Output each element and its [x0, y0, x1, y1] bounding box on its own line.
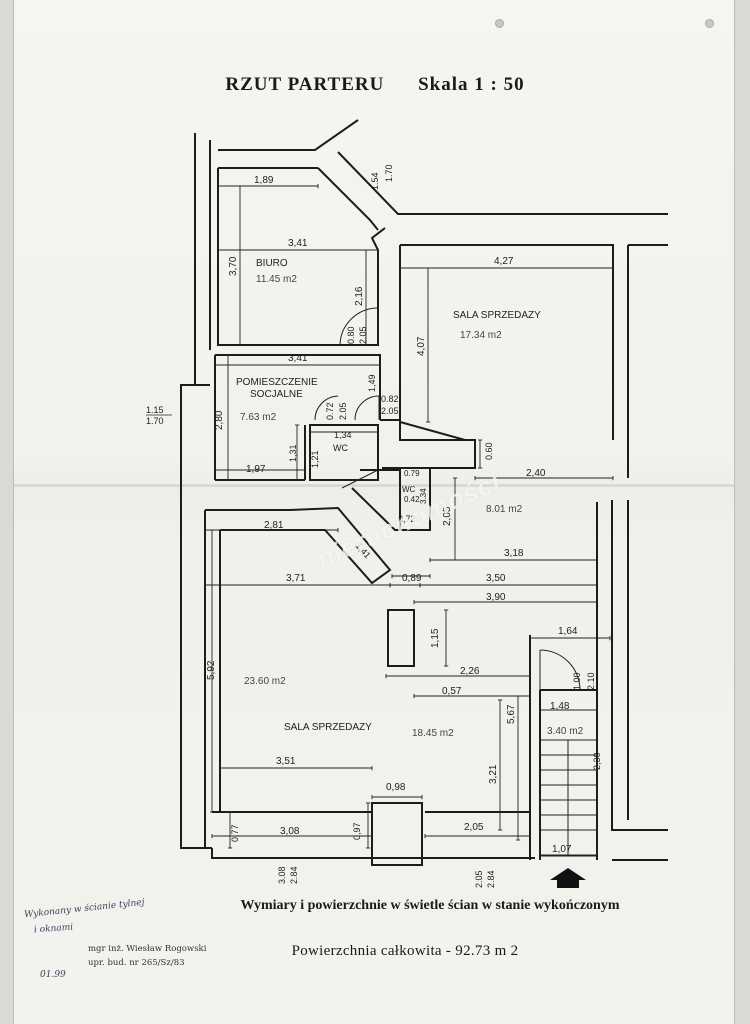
room-name-sala-top: SALA SPRZEDAZY [453, 310, 541, 321]
dimension-labels: 1,89 3,41 3,70 1.54 1.70 4,27 4,07 2,16 … [146, 164, 602, 888]
room-name-wc1: WC [333, 443, 348, 453]
footer-total-area: Powierzchnia całkowita - 92.73 m 2 [291, 943, 519, 959]
dim-label: 3,41 [288, 353, 308, 364]
dim-label: 3,51 [276, 756, 296, 767]
dim-label: 2.10 [586, 672, 596, 690]
plan-scale: Skala 1 : 50 [418, 74, 525, 95]
room-name-biuro: BIURO [256, 258, 288, 269]
dim-label: 2.84 [486, 870, 496, 888]
dim-label: 3,70 [228, 256, 239, 276]
dim-label: 1,48 [550, 701, 570, 712]
dim-label: 3,71 [286, 573, 306, 584]
dimension-lines [204, 183, 614, 859]
room-area-mid: 8.01 m2 [486, 504, 523, 515]
dim-label: 1,89 [254, 175, 274, 186]
plan-title: RZUT PARTERU Skala 1 : 50 [0, 74, 750, 96]
dim-label: 5,92 [206, 660, 217, 680]
dim-label: 0.72 [325, 402, 335, 420]
room-area-sala-right: 18.45 m2 [412, 728, 454, 739]
room-area-sala-left: 23.60 m2 [244, 676, 286, 687]
date-note: 01.99 [40, 970, 66, 980]
dim-label: 2,81 [264, 520, 284, 531]
dim-label: 1.70 [146, 416, 164, 426]
dim-label: 2,30 [592, 752, 602, 770]
dim-label: 1,34 [334, 430, 352, 440]
room-name-wc2: WC [402, 485, 416, 494]
dim-label: 3,90 [486, 592, 506, 603]
dim-label: 2.05 [474, 870, 484, 888]
dim-label: 0.79 [404, 469, 420, 478]
door-swings [314, 307, 581, 691]
dim-label: 4,27 [494, 256, 514, 267]
dim-label: 1,64 [558, 626, 578, 637]
dim-label: 2.05 [338, 402, 348, 420]
dim-label: 1.54 [370, 172, 380, 190]
dim-label: 0.82 [381, 394, 399, 404]
staircase [539, 739, 598, 856]
dim-label: 3.34 [419, 488, 428, 504]
dim-label: 1.00 [572, 672, 582, 690]
footer-note: Wymiary i powierzchnie w świetle ścian w… [240, 898, 620, 913]
dim-label: 2,80 [214, 410, 225, 430]
dim-label: 3,18 [504, 548, 524, 559]
dim-label: 0,72 [398, 514, 416, 524]
dim-label: 0,98 [386, 782, 406, 793]
dim-label: 3,41 [288, 238, 308, 249]
dim-label: 3,08 [280, 826, 300, 837]
dim-label: 4,07 [416, 336, 427, 356]
dim-label: 0.60 [484, 442, 494, 460]
room-name-socjalne-2: SOCJALNE [250, 389, 303, 400]
dim-label: 1,15 [430, 628, 441, 648]
dim-label: 0,97 [352, 822, 362, 840]
author-stamp: mgr inż. Wiesław Rogowski [88, 944, 207, 954]
dim-label: 2,05 [464, 822, 484, 833]
dim-label: 2,16 [354, 286, 365, 306]
room-area-biuro: 11.45 m2 [256, 274, 297, 285]
dim-label: 0.80 [346, 326, 356, 344]
license-stamp: upr. bud. nr 265/Sz/83 [88, 958, 185, 968]
room-name-sala-bottom: SALA SPRZEDAZY [284, 722, 372, 733]
punch-hole [705, 19, 714, 28]
dim-label: 0,57 [442, 686, 462, 697]
paper-fold [14, 484, 734, 487]
entrance-arrow-icon [550, 868, 586, 888]
dim-label: 1,31 [288, 444, 298, 462]
paper-sheet [14, 0, 734, 1024]
dim-label: 2,26 [460, 666, 480, 677]
dim-label: 2,05 [442, 506, 453, 526]
room-area-socjalne: 7.63 m2 [240, 412, 277, 423]
punch-hole [495, 19, 504, 28]
dim-label: 2.84 [289, 866, 299, 884]
dim-label: 2.05 [358, 326, 368, 344]
room-name-socjalne-1: POMIESZCZENIE [236, 377, 318, 388]
dim-label: 5,67 [506, 704, 517, 724]
room-area-sala-top: 17.34 m2 [460, 330, 502, 341]
dim-label: 1.70 [384, 164, 394, 182]
dim-label: 3,21 [488, 764, 499, 784]
dim-label: 1.15 [146, 405, 164, 415]
dim-label: 0.42 [404, 495, 420, 504]
dim-label: 1,07 [552, 844, 572, 855]
dim-label: 2,40 [526, 468, 546, 479]
dim-label: 2.05 [381, 406, 399, 416]
dim-label: 0,89 [402, 573, 422, 584]
dim-label: 1,49 [367, 374, 377, 392]
dim-label: 0,77 [230, 824, 240, 842]
dim-label: 3,50 [486, 573, 506, 584]
dim-label: 3.08 [277, 866, 287, 884]
dim-label: 1,97 [246, 464, 266, 475]
dim-label: 1,21 [310, 450, 320, 468]
plan-title-main: RZUT PARTERU [225, 74, 385, 95]
room-labels: BIURO 11.45 m2 POMIESZCZENIE SOCJALNE 7.… [236, 258, 584, 739]
room-area-stair: 3.40 m2 [547, 726, 584, 737]
